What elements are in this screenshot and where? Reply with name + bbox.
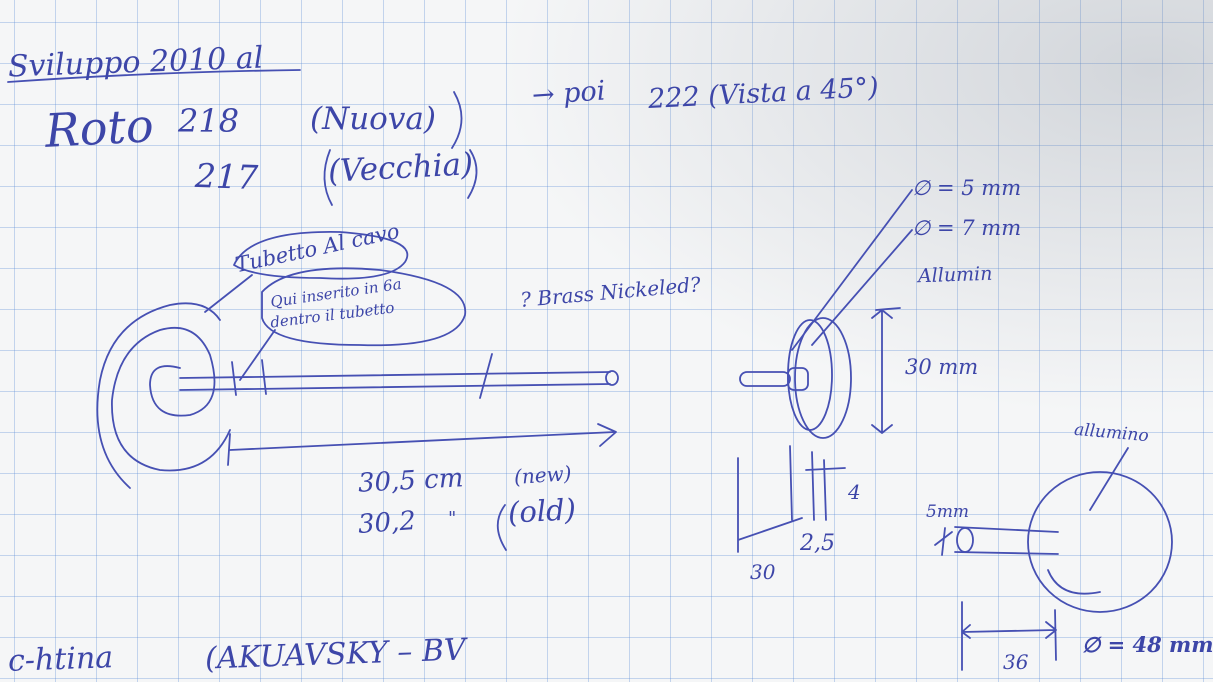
- dimension-arrow-left-head: [227, 433, 231, 466]
- stub-shaft: [954, 526, 1059, 555]
- length-old-tag: (old): [507, 492, 577, 530]
- height-30mm: 30 mm: [905, 355, 979, 379]
- length-old-ditto: ": [448, 508, 457, 529]
- shaft-end: [605, 370, 619, 386]
- diameter-48mm: ∅ = 48 mm: [1082, 632, 1213, 657]
- callout-pointer-bottom: [239, 329, 276, 381]
- paren-right-vecchia: [467, 149, 478, 199]
- spiral-outer: [96, 302, 221, 489]
- shaft-top: [179, 371, 611, 379]
- callout-bubble-bottom: [261, 267, 467, 347]
- callout-bubble-top: [233, 231, 409, 280]
- length-old: 30,2: [357, 506, 417, 540]
- length-new-tag: (new): [513, 461, 573, 489]
- leader-allumino: [1089, 447, 1129, 511]
- dimension-36: 36: [1003, 650, 1029, 674]
- aluminium-label-1: Allumin: [917, 262, 993, 288]
- leader-dia7: [811, 229, 913, 346]
- length-new: 30,5 cm: [357, 463, 465, 499]
- disc-hatch: [1047, 569, 1101, 595]
- new-note: (Nuova): [310, 101, 436, 137]
- dimension-4: 4: [848, 480, 861, 504]
- pulley-axle: [739, 371, 791, 387]
- callout-pointer-top: [204, 274, 253, 313]
- paren-right-nuova: [451, 91, 463, 149]
- new-code: 218: [178, 102, 240, 140]
- old-code: 217: [194, 155, 259, 198]
- length-bracket: [496, 504, 507, 551]
- page-title: Sviluppo 2010 al: [7, 40, 264, 85]
- old-note: (Vecchia): [327, 146, 474, 190]
- bottom-brand: (AKUAVSKY – BV: [204, 632, 467, 677]
- shaft-bottom: [179, 383, 611, 391]
- spiral-rotor: [111, 326, 231, 472]
- shaft-tick: [479, 353, 493, 399]
- rotor-label: Roto: [43, 98, 155, 158]
- paren-left-vecchia: [323, 149, 333, 206]
- dimension-arrow-right-head: [597, 423, 617, 447]
- dimension-36: [961, 601, 1057, 671]
- bottom-word: c-htina: [7, 640, 114, 679]
- dimension-2-5: 2,5: [800, 531, 835, 556]
- tube-joint: [231, 359, 267, 396]
- pulley-hub: [787, 367, 809, 391]
- dimension-arrow-length: [229, 431, 616, 451]
- dimension-30: 30: [750, 560, 776, 584]
- round-disc: [1027, 471, 1173, 613]
- diameter-5mm: ∅ = 5 mm: [912, 176, 1022, 200]
- stub-end: [956, 527, 974, 553]
- dim-5mm-mark: [934, 527, 953, 556]
- pulley-disc-front: [794, 317, 852, 439]
- arrow-note: → poi: [531, 75, 607, 112]
- diameter-7mm: ∅ = 7 mm: [912, 216, 1022, 240]
- dimension-5mm: 5mm: [926, 502, 970, 522]
- dimension-lines-pulley: [737, 445, 846, 553]
- dimension-30mm-line: [871, 307, 901, 434]
- title-underline: [7, 69, 301, 83]
